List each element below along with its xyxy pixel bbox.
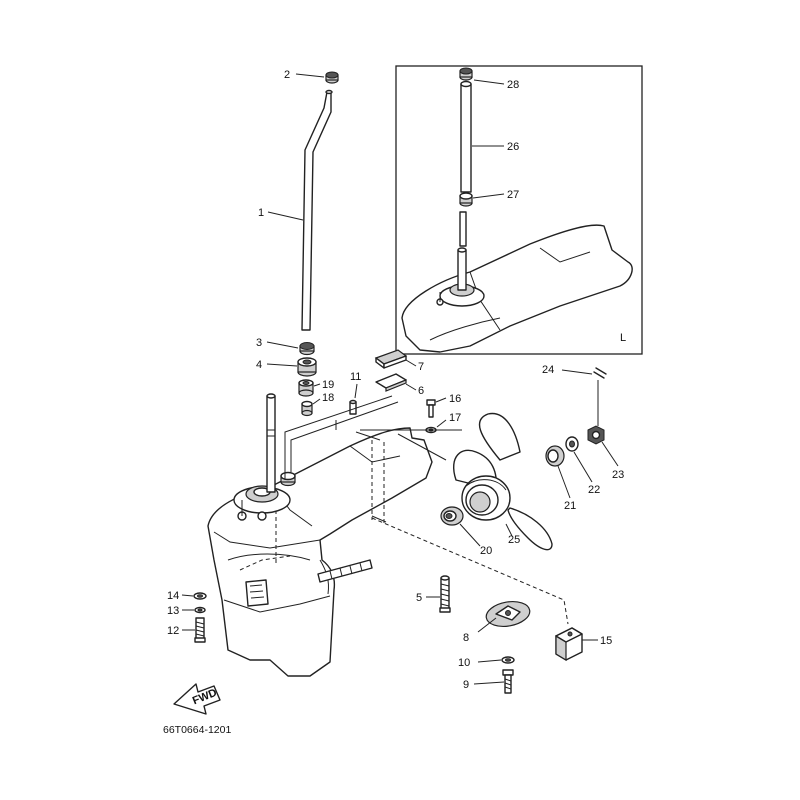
callout-13: 13: [167, 605, 179, 617]
part-19-grommet: [298, 379, 314, 397]
part-8-trim-tab-anode: [485, 600, 531, 628]
callout-9: 9: [463, 679, 469, 691]
lower-case-body: [207, 427, 433, 677]
callout-14: 14: [167, 590, 179, 602]
part-11-dowel-pin: [349, 399, 357, 415]
part-2-grommet: [325, 71, 339, 84]
drive-shaft: [266, 395, 276, 493]
callout-27: 27: [507, 189, 519, 201]
callout-10: 10: [458, 657, 470, 669]
part-27-grommet: [459, 192, 473, 207]
callout-7: 7: [418, 361, 424, 373]
callout-25: 25: [508, 534, 520, 546]
callout-11: 11: [350, 371, 361, 383]
callout-6: 6: [418, 385, 424, 397]
inset-frame: [395, 65, 643, 355]
callout-2: 2: [284, 69, 290, 81]
part-3-grommet: [299, 342, 315, 356]
inset-long-shaft: 28 26 27 L: [395, 65, 643, 355]
part-7-rubber-seal: [374, 349, 408, 369]
fwd-arrow-icon: FWD: [173, 683, 221, 715]
callout-28: 28: [507, 79, 519, 91]
part-16-bolt: [426, 399, 436, 418]
part-22-washer: [565, 436, 579, 452]
diagram-code: 66T0664-1201: [163, 724, 231, 736]
part-20-thrust-washer: [440, 506, 464, 526]
part-1-water-tube: [301, 89, 333, 331]
callout-8: 8: [463, 632, 469, 644]
callout-19: 19: [322, 379, 334, 391]
part-10-washer: [501, 656, 515, 664]
callout-5: 5: [416, 592, 422, 604]
callout-16: 16: [449, 393, 461, 405]
callout-20: 20: [480, 545, 492, 557]
callout-4: 4: [256, 359, 262, 371]
part-4-seal: [297, 357, 317, 377]
callout-26: 26: [507, 141, 519, 153]
callout-21: 21: [564, 500, 576, 512]
part-12-bolt: [194, 617, 206, 643]
callout-1: 1: [258, 207, 264, 219]
part-14-washer: [193, 592, 207, 600]
callout-12: 12: [167, 625, 179, 637]
part-15-anode: [555, 627, 583, 662]
part-23-propeller-nut: [587, 425, 605, 445]
callout-22: 22: [588, 484, 600, 496]
inset-label: L: [620, 332, 626, 344]
part-21-spacer: [545, 445, 565, 467]
callout-17: 17: [449, 412, 461, 424]
callout-15: 15: [600, 635, 612, 647]
lower-case-assembly: [207, 393, 433, 677]
part-5-bolt: [439, 575, 451, 613]
part-26-water-tube: [460, 80, 472, 193]
callout-24: 24: [542, 364, 554, 376]
part-18-collar: [301, 400, 313, 417]
inset-lower-case: [401, 224, 633, 353]
part-6-plate: [375, 373, 407, 392]
part-24-cotter-pin: [593, 367, 607, 426]
part-13-washer: [194, 606, 206, 614]
part-25-propeller: [453, 412, 553, 551]
part-28-grommet: [459, 67, 473, 81]
callout-3: 3: [256, 337, 262, 349]
part-9-bolt: [502, 669, 514, 694]
callout-18: 18: [322, 392, 334, 404]
callout-23: 23: [612, 469, 624, 481]
